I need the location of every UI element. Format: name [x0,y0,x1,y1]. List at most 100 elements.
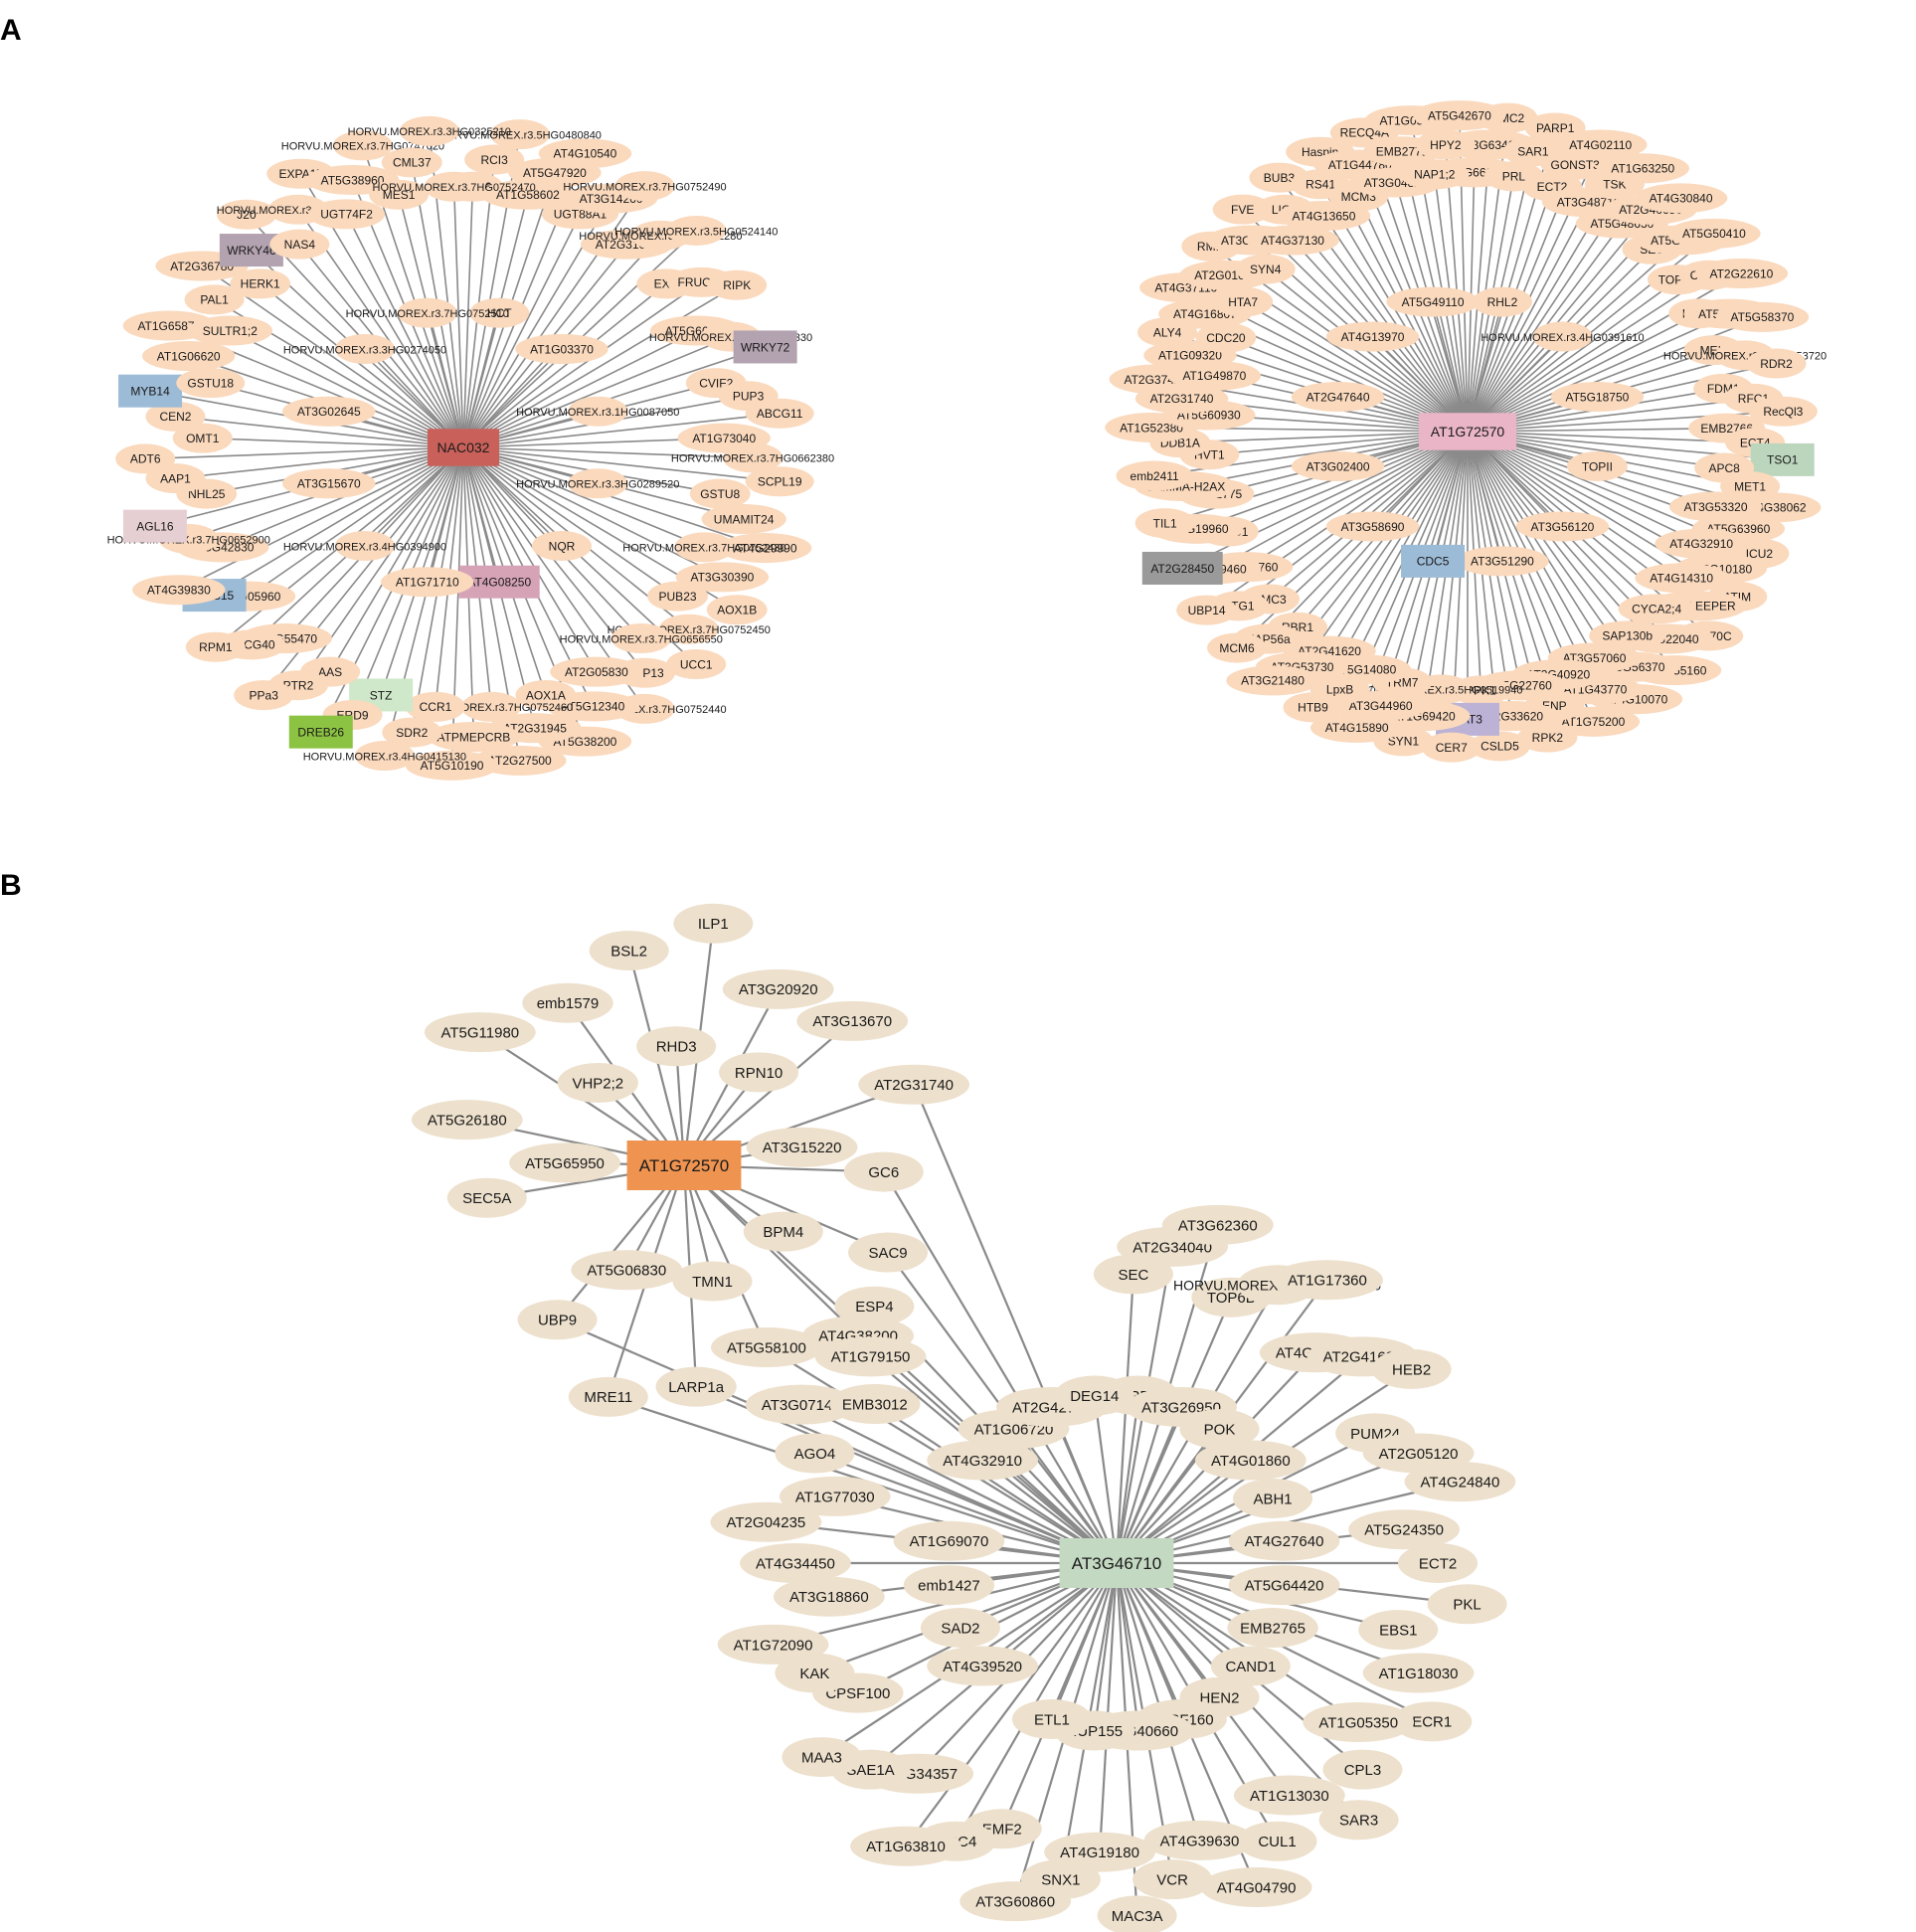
node-shape-scpl19 [745,466,814,497]
edge-net3-ubp9 [556,1164,685,1320]
node-label: SCPL19 [758,475,802,489]
node-label: AT3G30390 [690,571,754,585]
node-label: ECT2 [1419,1555,1457,1572]
edge-net1-horvu-morex-r3-7hg0752490 [462,185,646,448]
node-at5g65950: AT5G65950 [509,1142,620,1183]
node-label: AT3G21480 [1241,674,1305,688]
node-label: CDC5 [1417,555,1450,569]
node-label: AT4G34450 [756,1555,835,1572]
node-fve: FVE [1212,194,1273,225]
node-shape-aox1a [515,679,577,710]
node-shape-at4g37130 [1246,225,1339,256]
node-shape-at5g50410 [1667,218,1761,249]
node-label: TMN1 [692,1274,733,1291]
hub-node-net1-nac032: NAC032 [427,429,500,466]
node-label: TIL1 [1153,516,1177,530]
node-at2g04235: AT2G04235 [710,1501,822,1542]
node-label: AT4G37130 [1261,234,1324,248]
node-shape-cdc20 [1195,322,1257,353]
node-rpn10: RPN10 [719,1052,799,1093]
node-shape-pal1 [184,284,245,315]
node-at3g02400: AT3G02400 [1291,450,1385,481]
node-label: HORVU.MOREX.r3.3HG0325210 [348,126,511,138]
node-label: AT1G65870 [137,319,201,333]
node-at1g77030: AT1G77030 [779,1476,891,1516]
node-at5g18750: AT5G18750 [1550,382,1645,413]
node-shape-ilp1 [673,903,754,944]
edge-net4-gc6 [882,1171,1118,1564]
node-shape-csld5 [1470,731,1530,762]
node-wrky72: WRKY72 [733,330,797,364]
node-abh1: ABH1 [1233,1478,1313,1518]
node-etl1: ETL1 [1011,1699,1092,1740]
node-shape-ripk [707,269,768,300]
node-ucc1: UCC1 [666,649,727,680]
node-shape-at1g63810 [850,1826,961,1866]
node-label: HPY2 [1430,138,1462,152]
node-shape-sdr2 [382,717,442,748]
node-label: GSTU18 [187,376,234,390]
node-label: PAL1 [200,293,229,307]
node-shape-agl16 [122,509,187,543]
node-at5g11980: AT5G11980 [424,1012,536,1053]
edge-net2-at5g59460 [1214,431,1469,570]
node-label: UBP9 [538,1313,577,1329]
node-abcg11: ABCG11 [745,398,814,429]
node-label: UMAMIT24 [714,512,775,526]
node-label: HORVU.MOREX.r3.7HG0752490 [563,181,726,193]
node-shape-sac9 [848,1232,929,1273]
node-label: CSLD5 [1481,740,1519,754]
node-syn4: SYN4 [1235,254,1296,284]
edge-net1-fruct5 [462,281,702,448]
node-gstu8: GSTU8 [689,478,751,509]
node-shape-at1g77030 [779,1476,891,1516]
node-label: AT1G72090 [734,1637,813,1654]
node-shape-at3g18860 [773,1576,885,1617]
node-ect2: ECT2 [1398,1543,1479,1583]
edge-net1-at2g05830 [462,446,598,673]
node-label: AT4G39520 [943,1659,1022,1675]
node-label: MCM6 [1219,641,1255,655]
node-label: AT3G48710 [1557,196,1621,210]
node-label: AT1G75200 [1561,715,1625,729]
node-emb3012: EMB3012 [829,1384,921,1425]
node-shape-at5g58370 [1715,301,1810,332]
node-at4g39630: AT4G39630 [1143,1820,1256,1860]
node-at3g51290: AT3G51290 [1456,546,1549,577]
node-horvu-morex-r3-4hg0394900: HORVU.MOREX.r3.4HG0394900 [283,530,446,561]
node-label: RDR2 [1760,357,1793,371]
node-label: HERK1 [241,277,280,291]
node-shape-etl1 [1011,1699,1092,1740]
node-label: AT1G06620 [157,349,221,363]
node-label: AT4G04790 [1217,1879,1297,1896]
node-at1g03370: AT1G03370 [515,334,609,365]
node-label: VHP2;2 [572,1075,623,1092]
node-at3g07140: AT3G07140 [745,1384,857,1425]
node-at4g04790: AT4G04790 [1200,1866,1312,1907]
node-label: AT4G39830 [147,584,211,598]
node-label: EMB2765 [1240,1620,1306,1637]
node-label: DEG14 [1070,1388,1119,1405]
node-shape-at4g01860 [1194,1440,1306,1481]
node-at2g22610: AT2G22610 [1694,259,1789,288]
edge-net1-aas [329,446,464,673]
node-emb2765: EMB2765 [1227,1608,1318,1649]
edge-net1-cen2 [175,416,464,448]
node-label: HORVU.MOREX.r3.7HG0752430 [622,543,785,555]
node-label: SAC9 [868,1245,907,1262]
edge-net1-wrky72 [462,346,766,448]
node-label: AT3G15670 [297,477,361,491]
node-label: AT2G34040 [1132,1239,1212,1256]
node-shape-ect2 [1398,1543,1479,1583]
node-horvu-morex-r3-1hg0087050: HORVU.MOREX.r3.1HG0087050 [516,396,679,427]
edge-net1-sultr1-2 [229,329,464,448]
node-shape-at5g64420 [1228,1565,1340,1606]
node-label: AT2G31945 [503,721,567,735]
node-shape-fve [1212,194,1273,225]
node-horvu-morex-r3-7hg0752470: HORVU.MOREX.r3.7HG0752470 [373,171,536,202]
node-label: AT3G15220 [763,1140,842,1156]
edge-net2-at3g57060 [1467,431,1596,658]
node-cdc5: CDC5 [1401,544,1466,578]
node-label: AT3G56120 [1531,520,1595,534]
node-at3g02645: AT3G02645 [282,396,376,427]
